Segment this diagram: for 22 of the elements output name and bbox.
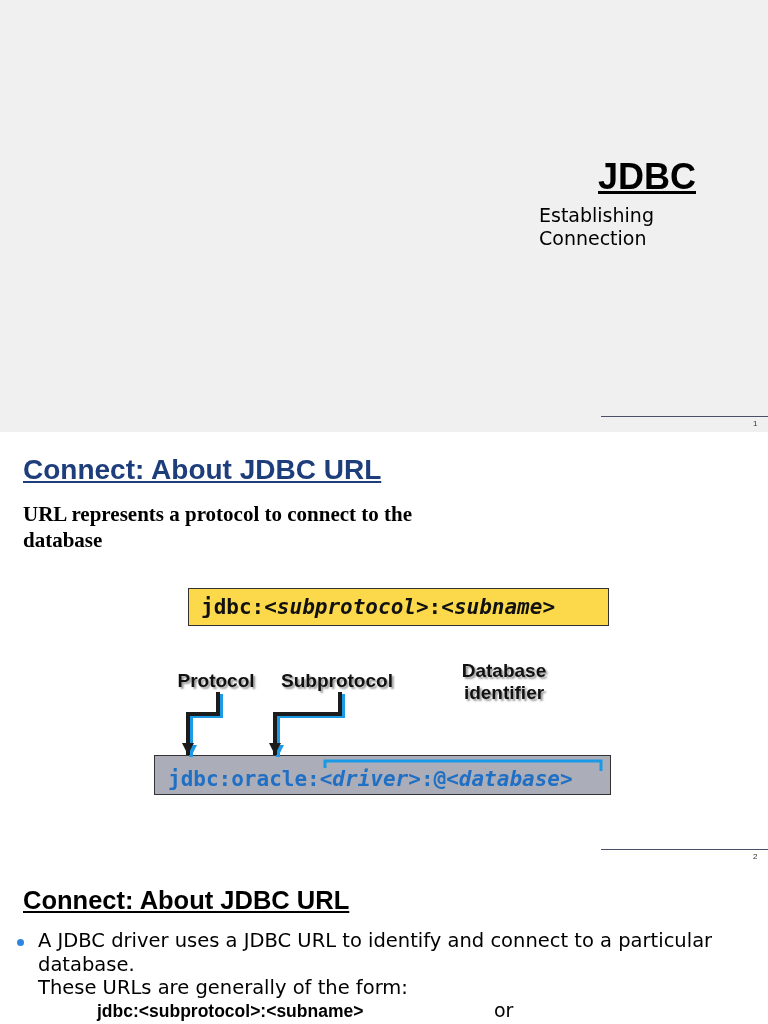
slide-heading: Connect: About JDBC URL xyxy=(23,885,350,915)
page-number: 1 xyxy=(753,419,758,429)
intro-text: URL represents a protocol to connect to the database xyxy=(23,501,414,553)
arrow xyxy=(210,626,222,670)
url-format-box: jdbc:<subprotocol>:<subname> xyxy=(188,588,609,626)
arrow xyxy=(332,626,344,670)
slide-subtitle: Establishing Connection xyxy=(539,204,655,250)
slide-heading: Connect: About JDBC URL xyxy=(23,453,382,486)
arrow xyxy=(182,692,220,755)
arrow xyxy=(269,692,342,755)
slide-title: JDBC xyxy=(598,156,696,198)
url-format-text: jdbc:<subprotocol>:<subname> xyxy=(97,1001,364,1021)
page-number: 2 xyxy=(753,852,758,862)
url-example-box: jdbc:oracle:<driver>:@<database> xyxy=(154,755,611,795)
part-label: Protocol xyxy=(177,670,255,692)
bullet-text: These URLs are generally of the form: xyxy=(38,976,408,1000)
arrow xyxy=(500,626,512,660)
arrow xyxy=(500,704,512,755)
bullet-text: A JDBC driver uses a JDBC URL to identify and connect to a particular database. xyxy=(38,929,714,976)
part-label: Subprotocol xyxy=(281,670,393,692)
part-label: Database identifier xyxy=(456,660,552,704)
conjunction-text: or xyxy=(494,999,514,1021)
